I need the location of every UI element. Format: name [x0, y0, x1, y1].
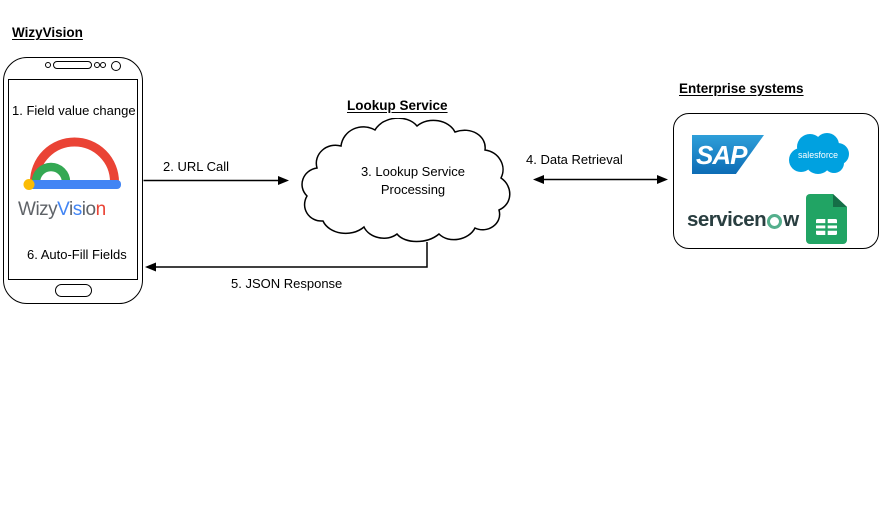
step1-field-value-change-label: 1. Field value change: [12, 103, 136, 118]
servicenow-logo-text-pre: servicen: [687, 208, 767, 231]
logo-letter: i: [81, 199, 86, 220]
logo-letter: o: [85, 199, 96, 220]
cloud-label-line2: Processing: [380, 182, 446, 197]
arrowhead-left-icon: [145, 262, 156, 272]
arrowhead-right-icon: [278, 176, 289, 185]
logo-letter: s: [72, 199, 83, 220]
cloud-processing-label: 3. Lookup Service Processing: [328, 163, 498, 199]
step4-data-retrieval-label: 4. Data Retrieval: [526, 152, 623, 167]
sensor-dot-icon: [45, 62, 51, 68]
logo-letter: n: [95, 199, 107, 220]
logo-letter: i: [35, 199, 40, 220]
step5-json-response-label: 5. JSON Response: [231, 276, 343, 291]
enterprise-systems-box: SAP salesforce servicen w: [673, 113, 879, 249]
enterprise-systems-title: Enterprise systems: [679, 81, 804, 96]
salesforce-logo-text: salesforce: [798, 150, 838, 160]
logo-letter: z: [39, 199, 49, 220]
wizyvision-title: WizyVision: [12, 25, 83, 40]
logo-letter: W: [18, 199, 36, 220]
sensor-dot-icon: [100, 62, 106, 68]
arrowhead-left-icon: [533, 175, 544, 184]
google-sheets-icon: [806, 194, 847, 244]
smartphone-frame: 1. Field value change WizyVision 6. Auto…: [3, 57, 143, 304]
arrowhead-right-icon: [657, 175, 668, 184]
logo-letter: V: [57, 199, 70, 220]
wizyvision-logo-wordmark: WizyVision: [18, 199, 106, 221]
logo-letter: i: [69, 199, 73, 220]
servicenow-logo: servicen w: [687, 208, 799, 232]
salesforce-logo: salesforce: [789, 133, 849, 174]
sap-logo: SAP: [692, 135, 764, 174]
wizyvision-logo: [23, 137, 121, 190]
lookup-service-cloud-shape: [301, 118, 511, 243]
lookup-service-title: Lookup Service: [347, 98, 448, 113]
step2-url-call-label: 2. URL Call: [163, 159, 229, 174]
camera-icon: [111, 61, 121, 71]
servicenow-logo-text-post: w: [783, 208, 799, 231]
sap-logo-text: SAP: [696, 139, 747, 170]
cloud-label-line1: 3. Lookup Service: [360, 164, 466, 179]
servicenow-green-o-icon: [767, 214, 783, 229]
logo-letter: y: [48, 199, 58, 220]
step6-autofill-fields-label: 6. Auto-Fill Fields: [27, 247, 127, 262]
home-button-icon: [55, 284, 92, 297]
speaker-grille-icon: [53, 61, 92, 69]
sensor-dot-icon: [94, 62, 100, 68]
